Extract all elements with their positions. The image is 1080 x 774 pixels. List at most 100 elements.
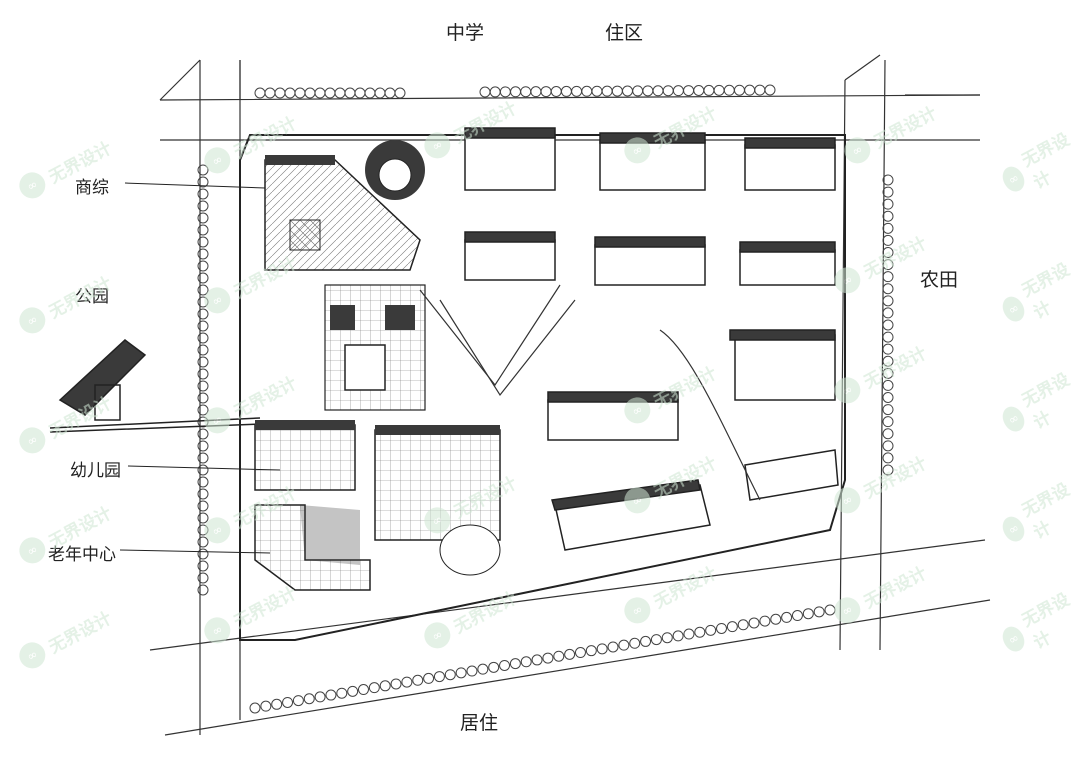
street-tree: [509, 658, 521, 670]
park-pavilion: [49, 339, 261, 433]
street-tree: [882, 234, 894, 246]
courtyard-building: [324, 284, 426, 411]
street-tree: [325, 689, 337, 701]
road-west: [199, 60, 241, 735]
street-tree: [882, 319, 894, 331]
pedestrian-walkways: [419, 284, 761, 501]
street-tree: [466, 665, 478, 677]
street-tree: [713, 84, 725, 96]
street-tree: [197, 344, 209, 356]
street-tree: [197, 548, 209, 560]
street-tree: [726, 621, 738, 633]
street-tree: [412, 674, 424, 686]
street-tree: [282, 696, 294, 708]
street-tree: [744, 84, 756, 96]
street-tree: [650, 634, 662, 646]
street-tree: [683, 85, 695, 97]
street-tree: [683, 628, 695, 640]
residential-blocks-south: [547, 329, 839, 551]
street-tree: [357, 684, 369, 696]
street-tree: [882, 210, 894, 222]
street-tree: [254, 87, 266, 99]
street-tree: [652, 85, 664, 97]
street-tree: [197, 500, 209, 512]
street-tree: [622, 85, 633, 97]
street-tree: [364, 87, 376, 99]
street-tree: [882, 343, 894, 355]
street-tree: [607, 641, 619, 653]
callout-kindergarten: 幼儿园: [70, 461, 121, 481]
street-tree: [294, 87, 306, 99]
street-tree: [882, 379, 894, 391]
street-tree: [733, 84, 745, 96]
street-tree: [433, 671, 445, 683]
street-tree: [390, 678, 402, 690]
road-north: [159, 94, 981, 141]
street-tree: [264, 87, 276, 99]
street-tree: [303, 693, 315, 705]
street-tree: [632, 85, 644, 97]
street-tree: [260, 700, 272, 712]
street-tree: [716, 622, 728, 634]
street-tree: [197, 572, 209, 584]
label-north-residential: 住区: [605, 22, 644, 44]
street-tree: [488, 661, 500, 673]
street-tree: [882, 416, 894, 428]
street-tree: [596, 643, 608, 655]
street-tree: [882, 247, 894, 258]
street-tree: [324, 87, 336, 99]
street-tree: [882, 331, 894, 343]
street-tree: [197, 560, 209, 572]
street-tree: [384, 87, 396, 99]
street-tree: [591, 85, 603, 97]
street-tree: [601, 85, 613, 97]
street-tree: [334, 87, 346, 99]
street-tree: [394, 87, 406, 99]
street-tree: [368, 682, 380, 694]
street-tree: [455, 667, 467, 679]
kindergarten-building: [254, 420, 501, 576]
street-tree: [271, 698, 283, 710]
site-boundary: [239, 134, 846, 641]
street-tree: [693, 85, 705, 96]
street-tree: [274, 87, 286, 99]
street-tree: [759, 615, 771, 627]
street-tree: [499, 86, 511, 98]
street-tree: [737, 619, 749, 631]
street-tree: [571, 85, 583, 97]
street-tree: [197, 452, 209, 464]
street-tree: [336, 687, 348, 699]
commercial-building: [264, 140, 425, 271]
street-tree: [197, 224, 209, 236]
street-tree: [314, 691, 326, 703]
street-tree: [531, 654, 543, 666]
street-tree: [197, 200, 209, 212]
street-tree: [197, 236, 209, 248]
street-trees: [197, 84, 894, 714]
street-tree: [499, 659, 511, 671]
street-tree: [197, 356, 209, 368]
street-tree: [882, 440, 894, 452]
label-north-school: 中学: [446, 22, 485, 44]
street-tree: [748, 617, 760, 629]
street-tree: [642, 85, 654, 97]
street-tree: [197, 488, 209, 500]
street-tree: [585, 645, 597, 657]
street-tree: [510, 86, 522, 98]
street-tree: [882, 295, 894, 307]
street-tree: [882, 259, 894, 271]
street-tree: [197, 368, 209, 380]
street-tree: [705, 624, 717, 636]
tree-row-north: [254, 84, 776, 99]
street-tree: [354, 87, 366, 99]
street-tree: [197, 212, 209, 224]
street-tree: [629, 637, 641, 649]
street-tree: [553, 650, 565, 662]
street-tree: [197, 476, 209, 488]
street-tree: [581, 85, 593, 97]
tree-row-east: [882, 174, 894, 476]
elderly-center-building: [254, 504, 371, 591]
street-tree: [344, 87, 356, 99]
callout-park: 公园: [75, 287, 109, 307]
street-tree: [197, 380, 209, 392]
